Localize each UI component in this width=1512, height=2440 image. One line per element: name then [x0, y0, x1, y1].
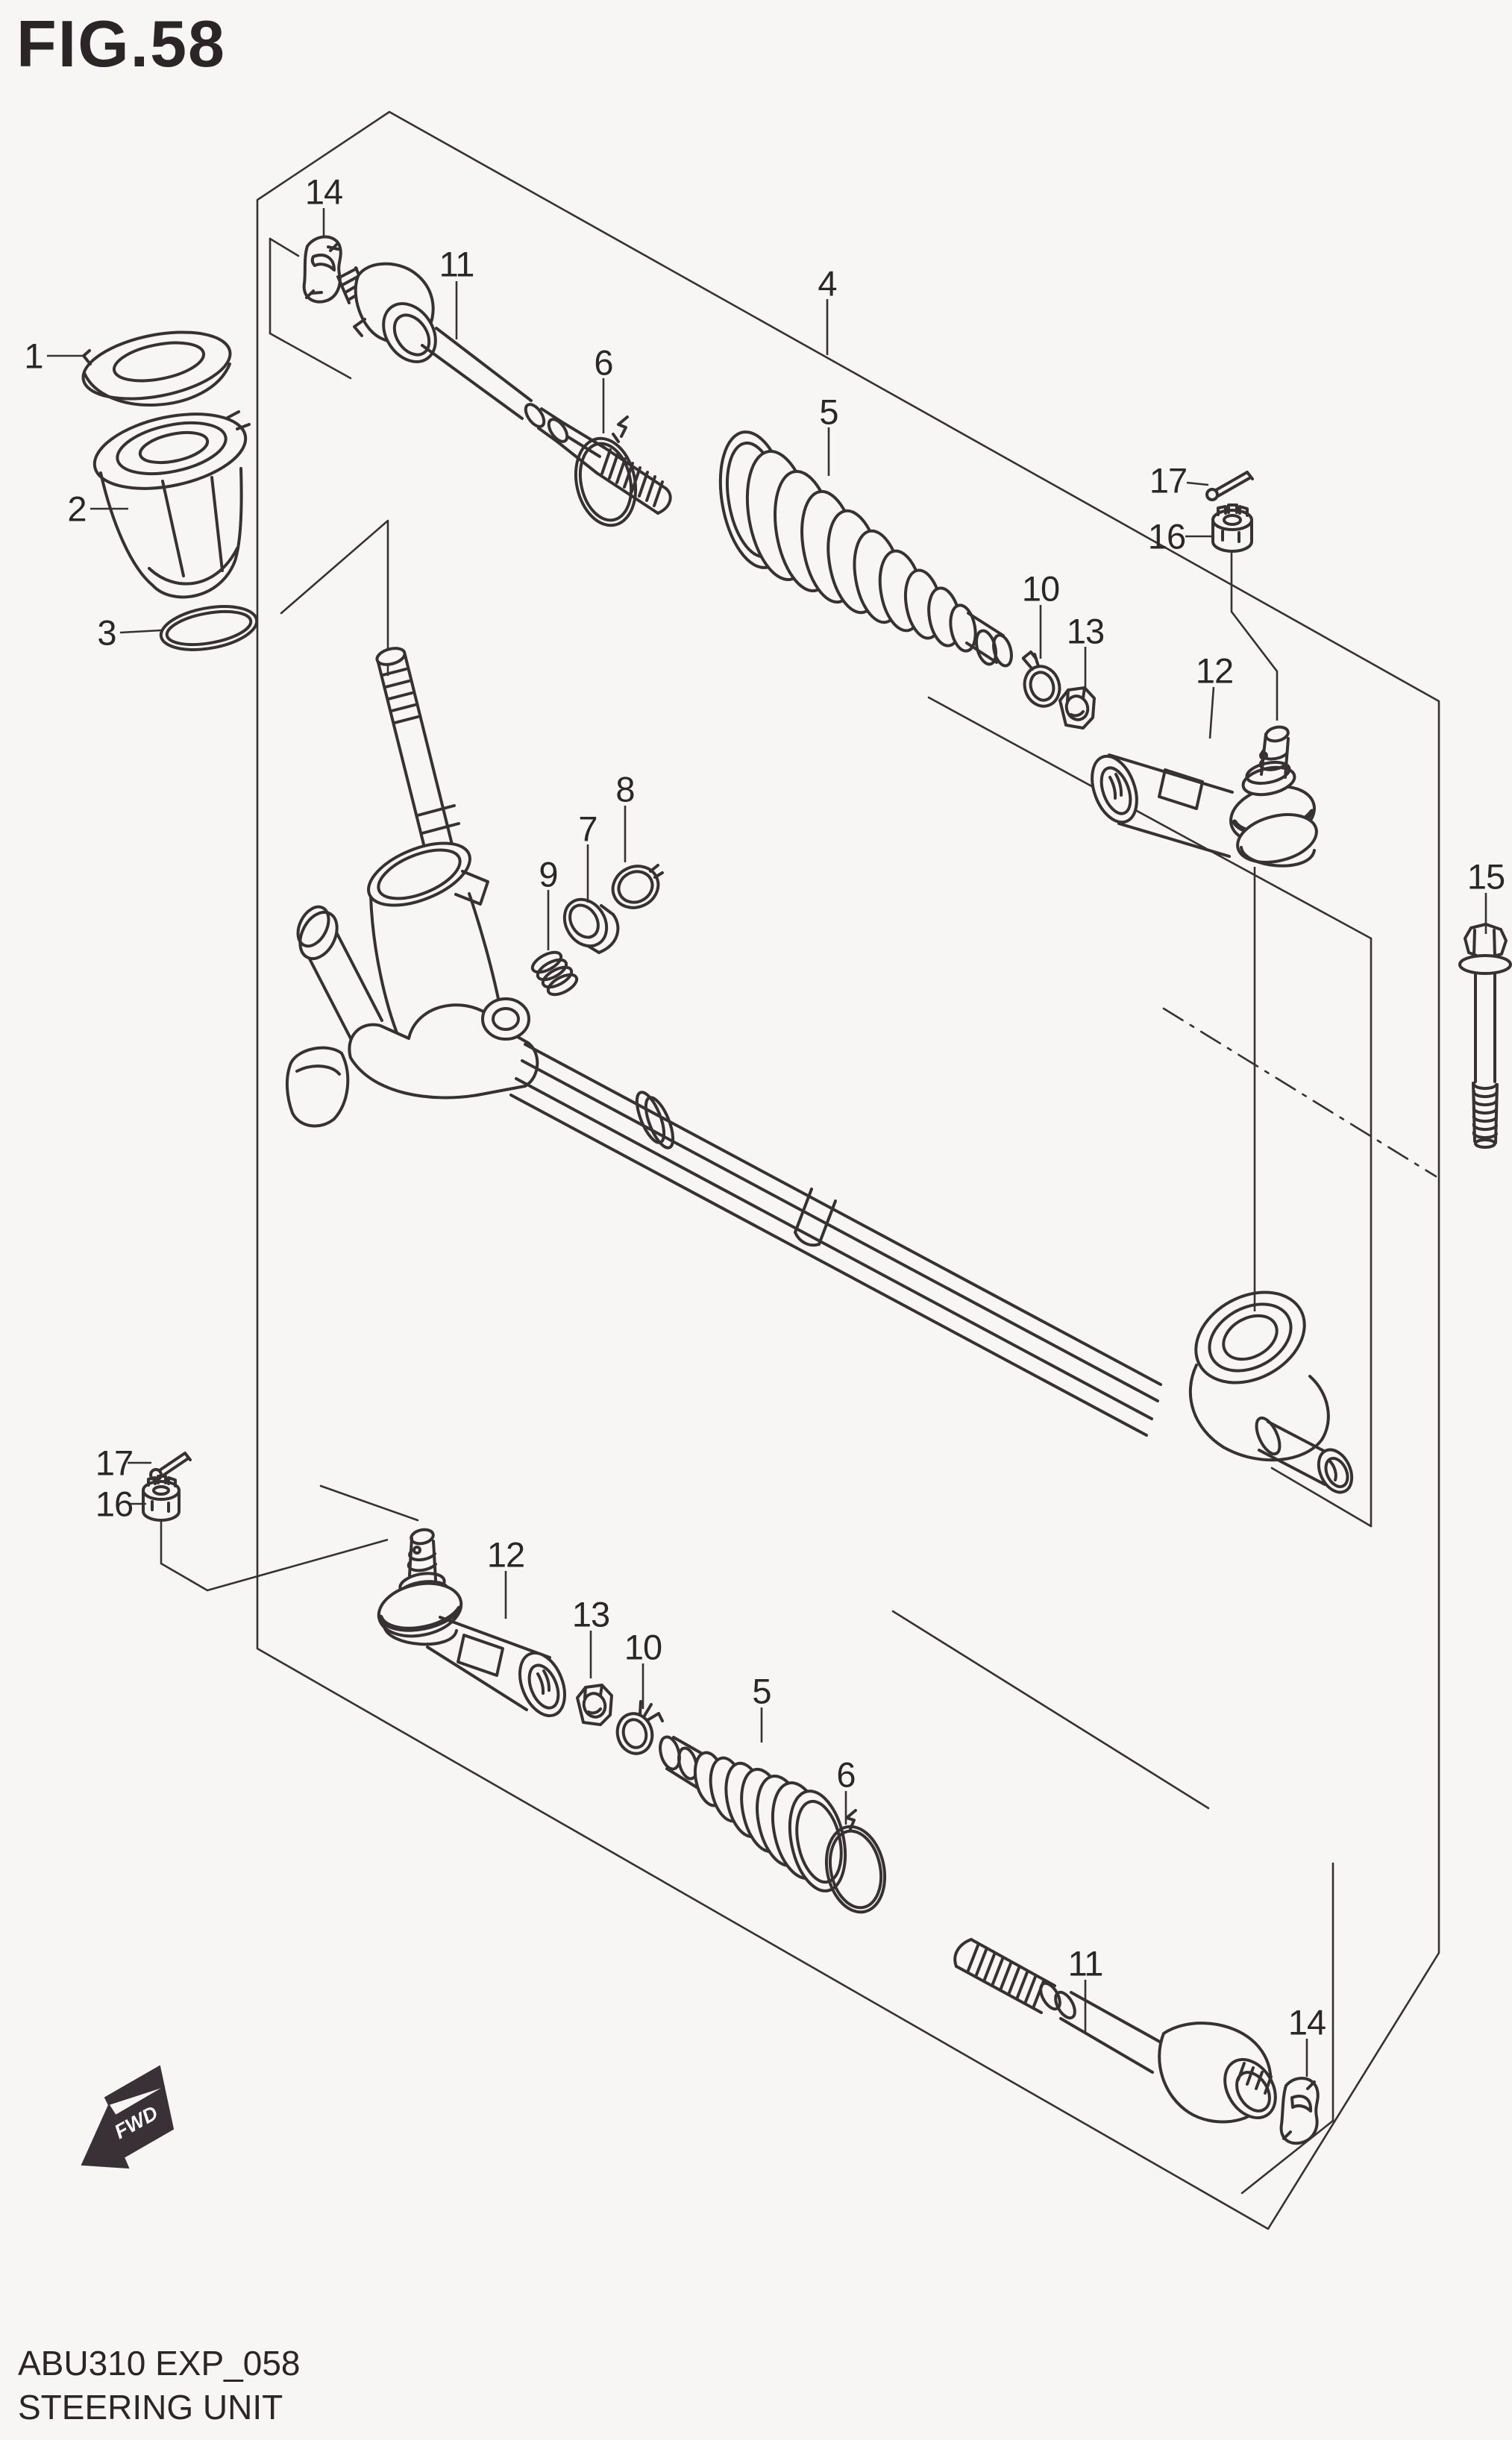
fwd-arrow: FWD — [81, 2065, 175, 2169]
part-callout-16-9: 16 — [1147, 516, 1186, 556]
part-callout-14-3: 14 — [304, 172, 343, 212]
part-13-nut-lower — [576, 1684, 613, 1726]
part-11-inner-tie-rod-upper — [336, 262, 672, 515]
part-callout-6-5: 6 — [594, 342, 613, 383]
part-callout-13-20: 13 — [571, 1594, 610, 1634]
part-16-castle-nut-upper — [1211, 504, 1253, 553]
rack-assembly — [285, 647, 1354, 1494]
footer-name: STEERING UNIT — [18, 2388, 283, 2427]
footer: ABU310 EXP_058 STEERING UNIT — [18, 2342, 301, 2430]
footer-code: ABU310 EXP_058 — [18, 2344, 301, 2383]
part-3-o-ring — [159, 605, 259, 651]
part-callout-12-19: 12 — [486, 1534, 525, 1575]
part-17-cotter-pin-upper — [1205, 471, 1254, 501]
part-14-lock-washer-lower — [1279, 2076, 1320, 2145]
part-callout-15-13: 15 — [1466, 856, 1505, 897]
part-callout-11-24: 11 — [1067, 1943, 1104, 1983]
part-callout-5-7: 5 — [819, 392, 838, 432]
part-10-clamp-lower — [615, 1700, 664, 1755]
figure-title: FIG.58 — [16, 7, 226, 81]
leader-line-17-8 — [1186, 481, 1209, 486]
part-10-clamp-upper — [1022, 650, 1061, 708]
part-callout-14-25: 14 — [1287, 2002, 1326, 2042]
inner-panel-lines — [269, 237, 1437, 2195]
part-callout-7-15: 7 — [578, 809, 597, 849]
connector-line-0 — [1230, 553, 1279, 721]
part-callout-3-2: 3 — [97, 612, 116, 653]
part-15-bolt — [1458, 923, 1512, 1149]
part-callout-4-6: 4 — [818, 263, 837, 304]
part-callout-2-1: 2 — [67, 489, 87, 529]
part-8-ring — [611, 864, 664, 909]
part-11-inner-tie-rod-lower — [953, 1938, 1277, 2124]
part-12-tie-rod-end-upper — [1091, 725, 1318, 868]
leader-line-12-12 — [1208, 686, 1215, 739]
part-6-boot-clip-upper — [574, 415, 638, 527]
part-7-bushing — [562, 897, 620, 954]
part-callout-10-10: 10 — [1021, 568, 1060, 609]
part-5-bellows-boot-upper — [718, 430, 1013, 668]
leader-line-3-2 — [119, 629, 162, 634]
part-callout-10-21: 10 — [624, 1627, 662, 1667]
part-callout-17-8: 17 — [1149, 460, 1188, 501]
connector-line-1 — [160, 1520, 389, 1592]
part-callout-16-18: 16 — [95, 1484, 134, 1524]
part-callout-6-23: 6 — [836, 1754, 856, 1795]
part-16-castle-nut-lower — [142, 1475, 181, 1522]
part-callout-13-11: 13 — [1066, 611, 1105, 651]
part-14-lock-washer-upper — [302, 235, 342, 304]
part-callout-11-4: 11 — [439, 244, 475, 284]
part-callout-9-16: 9 — [539, 854, 558, 894]
part-12-tie-rod-end-lower — [377, 1528, 566, 1718]
part-9-spring — [530, 950, 579, 997]
part-6-boot-clip-lower — [824, 1809, 887, 1914]
part-callout-8-14: 8 — [615, 769, 635, 809]
part-callout-12-12: 12 — [1195, 650, 1234, 691]
part-callout-17-17: 17 — [95, 1443, 134, 1483]
part-2-cover — [92, 410, 251, 599]
part-callout-5-22: 5 — [752, 1671, 771, 1711]
part-callout-1-0: 1 — [24, 336, 43, 376]
outer-box — [256, 110, 1440, 2230]
part-13-nut-upper — [1058, 686, 1096, 730]
